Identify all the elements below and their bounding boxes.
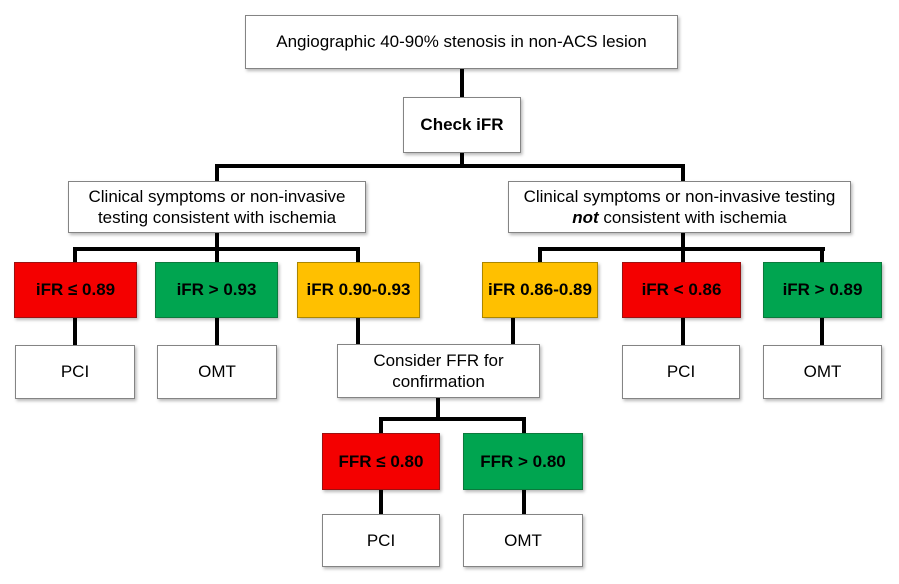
connector-green-to-omt-left (215, 318, 219, 345)
node-omt-left-label: OMT (198, 362, 236, 382)
connector-checkifr-down (460, 153, 464, 168)
node-ifr-gt-093: iFR > 0.93 (155, 262, 278, 318)
not-emphasis: not (572, 208, 599, 227)
node-ffr-le-080-label: FFR ≤ 0.80 (338, 451, 424, 471)
connector-ffr-red-stub (379, 417, 383, 433)
node-pci-bottom-label: PCI (366, 530, 396, 550)
node-ifr-086-089: iFR 0.86-0.89 (482, 262, 598, 318)
connector-green-to-omt-right (820, 318, 824, 345)
node-branch-ischemia-label: Clinical symptoms or non-invasive testin… (88, 186, 346, 227)
node-consider-ffr: Consider FFR for confirmation (337, 344, 540, 398)
node-consider-ffr-label: Consider FFR for confirmation (373, 350, 504, 391)
node-branch-ischemia: Clinical symptoms or non-invasive testin… (68, 181, 366, 233)
node-branch-not-ischemia: Clinical symptoms or non-invasive testin… (508, 181, 851, 233)
node-ifr-le-089-label: iFR ≤ 0.89 (35, 280, 116, 300)
connector-ffr-down (436, 398, 440, 421)
connector-red-to-pci-right (681, 318, 685, 345)
connector-right-amber-stub (538, 247, 542, 262)
connector-branch-horizontal (215, 164, 685, 168)
node-root-label: Angiographic 40-90% stenosis in non-ACS … (276, 32, 647, 52)
node-ffr-le-080: FFR ≤ 0.80 (322, 433, 440, 490)
connector-red-to-pci-left (73, 318, 77, 345)
node-ffr-gt-080: FFR > 0.80 (463, 433, 583, 490)
node-root: Angiographic 40-90% stenosis in non-ACS … (245, 15, 678, 69)
node-pci-left-label: PCI (60, 362, 90, 382)
connector-left-amber-stub (356, 247, 360, 262)
node-ffr-gt-080-label: FFR > 0.80 (480, 451, 566, 471)
node-omt-right-label: OMT (803, 362, 842, 382)
connector-root-to-checkifr (460, 69, 464, 99)
node-omt-bottom: OMT (463, 514, 583, 567)
node-omt-left: OMT (157, 345, 277, 399)
node-ifr-gt-089: iFR > 0.89 (763, 262, 882, 318)
node-ifr-gt-093-label: iFR > 0.93 (176, 280, 257, 300)
connector-amber-right-to-ffr (511, 318, 515, 344)
node-ifr-lt-086-label: iFR < 0.86 (641, 280, 722, 300)
node-pci-left: PCI (15, 345, 135, 399)
connector-amber-left-to-ffr (356, 318, 360, 344)
node-pci-bottom: PCI (322, 514, 440, 567)
connector-left-red-stub (73, 247, 77, 262)
connector-ffrred-to-pci (379, 490, 383, 514)
node-omt-bottom-label: OMT (504, 530, 542, 550)
connector-ffrgreen-to-omt (522, 490, 526, 514)
node-pci-right: PCI (622, 345, 740, 399)
connector-right-green-stub (820, 247, 824, 262)
connector-ffr-green-stub (522, 417, 526, 433)
connector-branch-left-stub (215, 164, 219, 181)
node-ifr-090-093: iFR 0.90-0.93 (297, 262, 420, 318)
node-ifr-gt-089-label: iFR > 0.89 (782, 280, 863, 300)
node-branch-not-ischemia-label: Clinical symptoms or non-invasive testin… (523, 186, 836, 227)
node-check-ifr-label: Check iFR (420, 115, 504, 135)
node-ifr-086-089-label: iFR 0.86-0.89 (488, 280, 592, 300)
node-ifr-le-089: iFR ≤ 0.89 (14, 262, 137, 318)
connector-left-horizontal (73, 247, 360, 251)
node-ifr-lt-086: iFR < 0.86 (622, 262, 741, 318)
node-omt-right: OMT (763, 345, 882, 399)
node-pci-right-label: PCI (666, 362, 696, 382)
connector-branch-right-stub (681, 164, 685, 181)
connector-ffr-horizontal (379, 417, 526, 421)
node-check-ifr: Check iFR (403, 97, 521, 153)
connector-right-horizontal (538, 247, 825, 251)
node-ifr-090-093-label: iFR 0.90-0.93 (306, 280, 411, 300)
